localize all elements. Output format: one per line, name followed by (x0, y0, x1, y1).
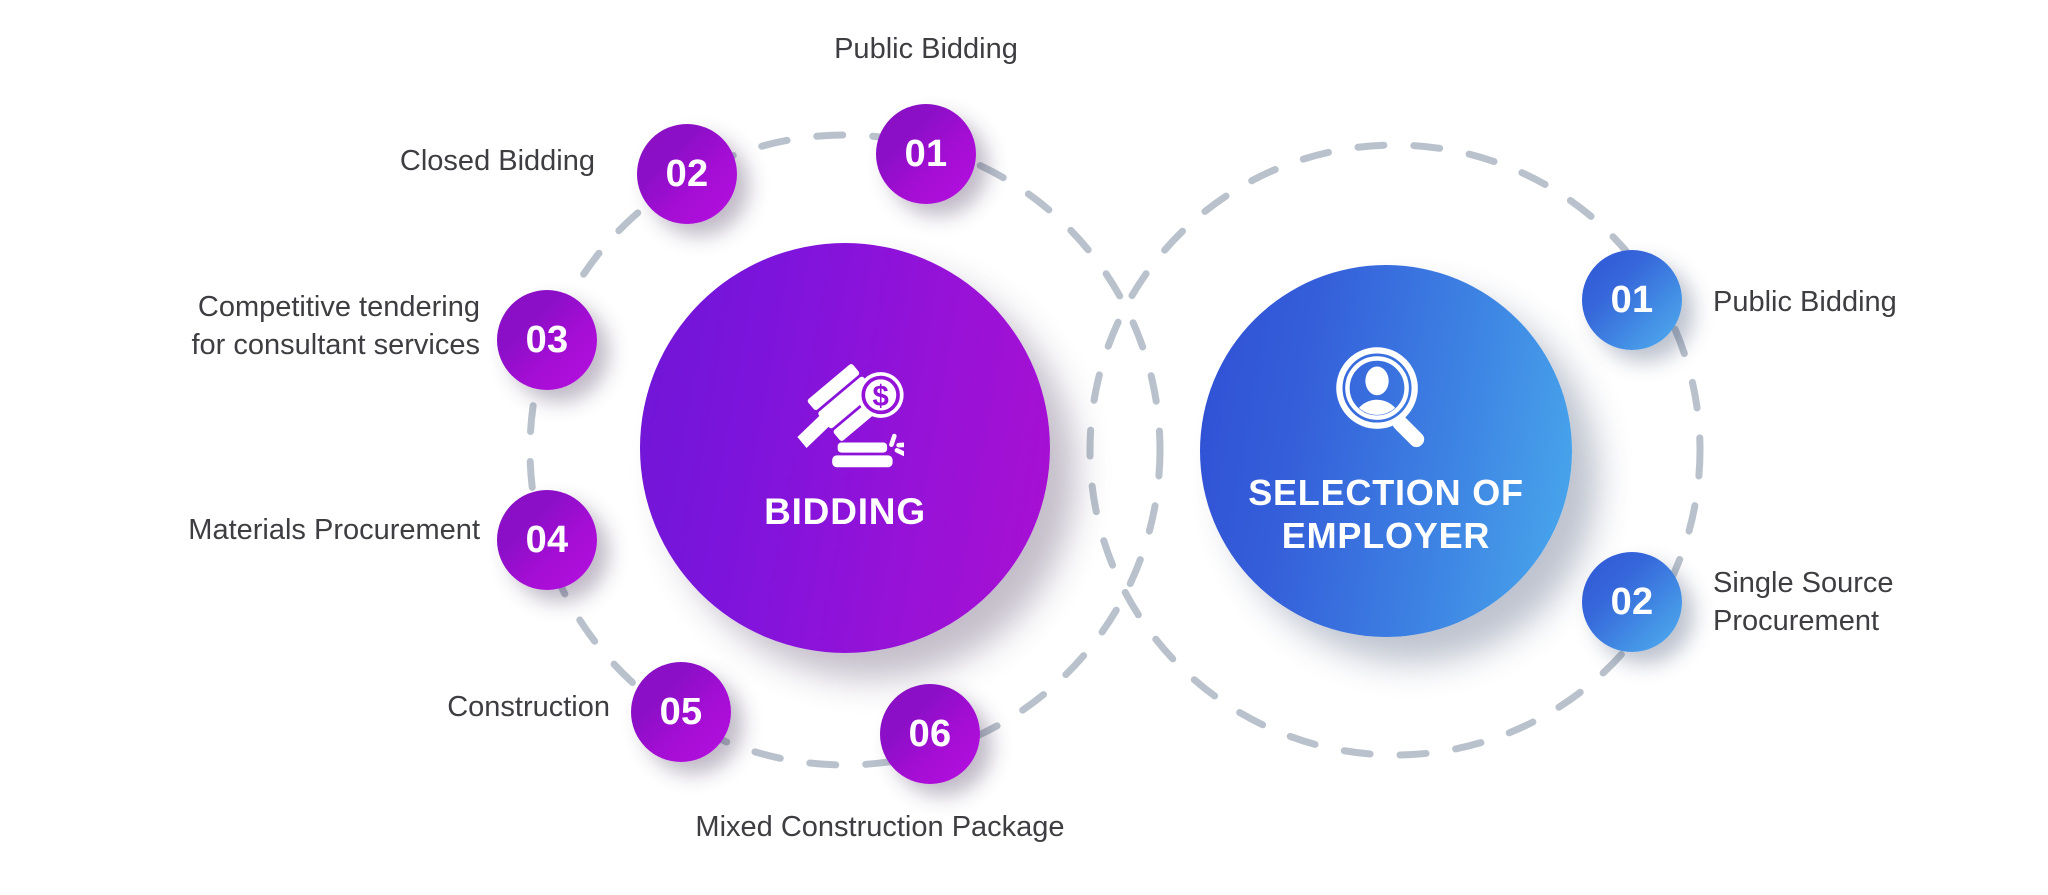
badge-left-02-number: 02 (665, 152, 709, 195)
label-left-05: Construction (447, 691, 610, 723)
label-left-01: Public Bidding (834, 33, 1018, 65)
person-search-icon (1336, 347, 1425, 447)
badge-right-02[interactable]: 02 (1582, 552, 1682, 652)
label-left-04: Materials Procurement (188, 514, 480, 546)
badge-left-03-number: 03 (525, 318, 569, 361)
badge-left-01[interactable]: 01 (876, 104, 976, 204)
label-right-01: Public Bidding (1713, 286, 1897, 318)
badge-left-02[interactable]: 02 (637, 124, 737, 224)
badge-left-03[interactable]: 03 (497, 290, 597, 390)
label-left-02: Closed Bidding (399, 145, 595, 177)
badge-right-01-number: 01 (1610, 278, 1654, 321)
badge-left-05-number: 05 (659, 690, 703, 733)
hub-selection-title: SELECTION OF EMPLOYER (1248, 471, 1524, 556)
badge-right-02-number: 02 (1610, 580, 1654, 623)
label-right-02: Single Source Procurement (1713, 567, 1894, 637)
hub-bidding[interactable]: $ BIDDING (640, 243, 1050, 653)
badge-left-04-number: 04 (525, 518, 569, 561)
badge-left-05[interactable]: 05 (631, 662, 731, 762)
left-dashed-ring (526, 131, 1164, 769)
badge-left-06-number: 06 (908, 712, 952, 755)
gavel-money-icon: $ (797, 364, 904, 468)
badge-left-01-number: 01 (904, 132, 948, 175)
badge-left-04[interactable]: 04 (497, 490, 597, 590)
badge-left-06[interactable]: 06 (880, 684, 980, 784)
label-left-03: Competitive tendering for consultant ser… (191, 291, 480, 361)
right-dashed-ring (1086, 141, 1704, 759)
label-left-06: Mixed Construction Package (695, 811, 1065, 843)
svg-text:$: $ (873, 380, 889, 413)
badge-right-01[interactable]: 01 (1582, 250, 1682, 350)
hub-selection-of-employer[interactable]: SELECTION OF EMPLOYER (1200, 265, 1572, 637)
hub-bidding-title: BIDDING (764, 491, 926, 533)
